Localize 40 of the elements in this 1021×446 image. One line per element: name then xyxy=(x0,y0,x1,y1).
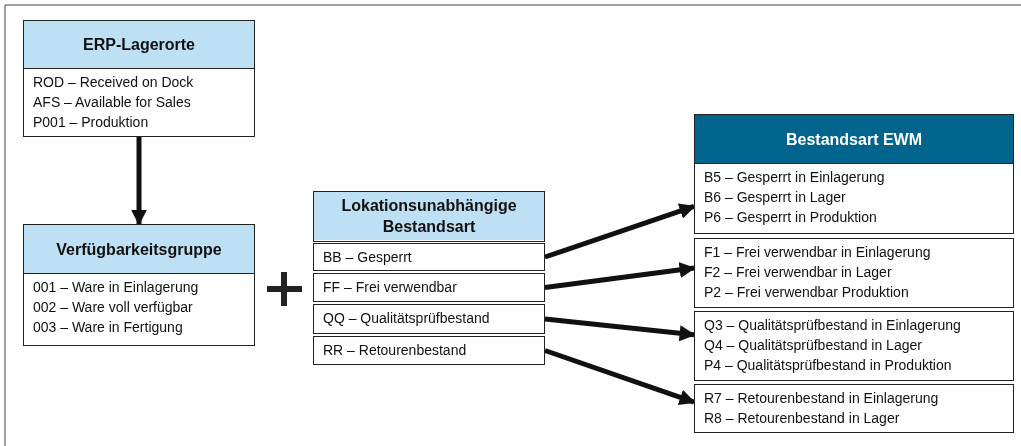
arrow xyxy=(544,203,696,260)
list-item: F2 – Frei verwendbar in Lager xyxy=(704,263,893,282)
list-card xyxy=(313,304,545,334)
list-item: Q3 – Qualitätsprüfbestand in Einlagerung xyxy=(704,316,962,335)
list-item: P2 – Frei verwendbar Produktion xyxy=(704,283,910,302)
list-item: P6 – Gesperrt in Produktion xyxy=(704,208,878,227)
list-item: P001 – Produktion xyxy=(33,113,150,132)
list-item: R8 – Retourenbestand in Lager xyxy=(704,409,901,428)
list-item: AFS – Available for Sales xyxy=(33,93,192,112)
list-item: RR – Retourenbestand xyxy=(323,341,468,360)
list-card xyxy=(313,243,545,271)
table-card xyxy=(694,114,1014,234)
list-item: B5 – Gesperrt in Einlagerung xyxy=(704,168,886,187)
list-item: BB – Gesperrt xyxy=(323,248,413,267)
list-item: 002 – Ware voll verfügbar xyxy=(33,298,194,317)
list-item: 003 – Ware in Fertigung xyxy=(33,318,184,337)
list-card xyxy=(313,273,545,302)
header-title: Bestandsart EWM xyxy=(695,115,1013,164)
list-card xyxy=(694,311,1014,381)
list-item: ROD – Received on Dock xyxy=(33,73,195,92)
arrow xyxy=(544,348,696,405)
header-title: Verfügbarkeitsgruppe xyxy=(24,225,254,274)
table-card xyxy=(23,20,255,137)
header-title: ERP-Lagerorte xyxy=(24,21,254,69)
list-item: F1 – Frei verwendbar in Einlagerung xyxy=(704,243,932,262)
list-item: R7 – Retourenbestand in Einlagerung xyxy=(704,389,940,408)
arrow xyxy=(544,316,696,342)
list-card xyxy=(694,238,1014,308)
table-card xyxy=(23,224,255,346)
header-title: Lokationsunabhängige Bestandsart xyxy=(314,192,544,240)
list-item: 001 – Ware in Einlagerung xyxy=(33,278,200,297)
list-item: FF – Frei verwendbar xyxy=(323,278,458,297)
list-item: P4 – Qualitätsprüfbestand in Produktion xyxy=(704,356,953,375)
list-item: Q4 – Qualitätsprüfbestand in Lager xyxy=(704,336,923,355)
list-card xyxy=(313,336,545,365)
arrow xyxy=(131,137,147,226)
list-card xyxy=(694,384,1014,433)
arrow xyxy=(544,262,696,290)
list-item: QQ – Qualitätsprüfbestand xyxy=(323,309,491,328)
list-item: B6 – Gesperrt in Lager xyxy=(704,188,847,207)
